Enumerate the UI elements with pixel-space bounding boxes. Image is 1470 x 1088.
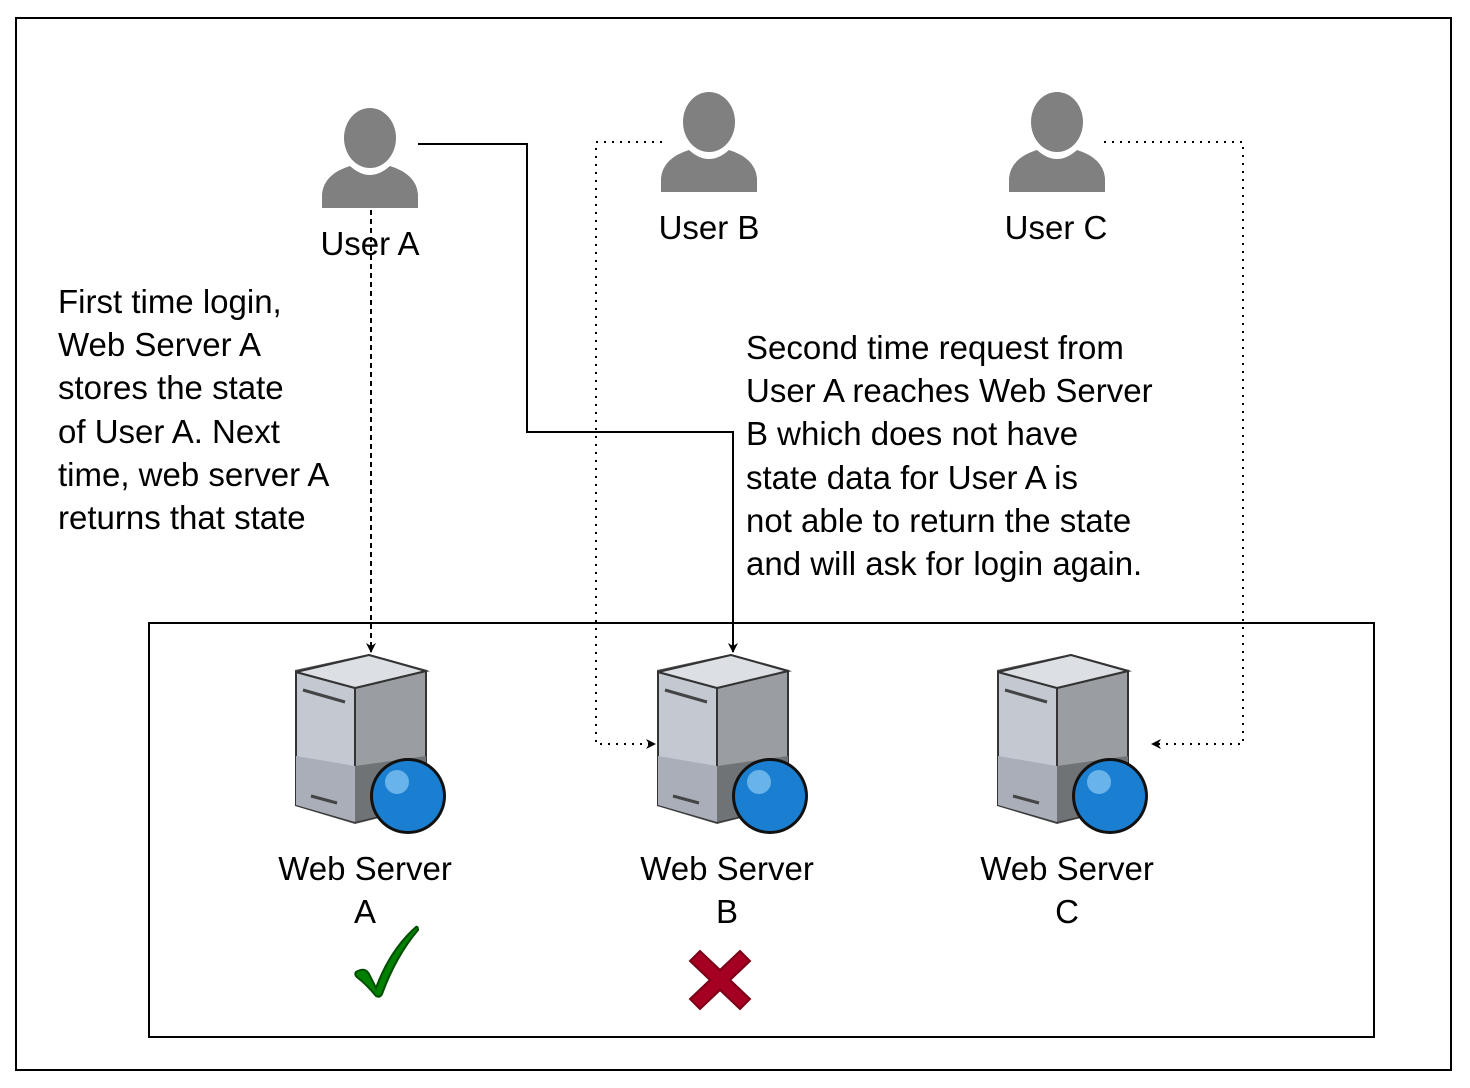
user-b-label: User B: [658, 209, 760, 246]
connector-user-b-to-server-b: [595, 141, 662, 749]
user-b-icon: [661, 92, 757, 192]
user-a-icon: [322, 108, 418, 208]
server-group-box: [148, 622, 1375, 1038]
web-server-a-label-line2: A: [353, 893, 376, 930]
user-a-label: User A: [320, 225, 420, 262]
outer-frame: [15, 17, 1452, 1071]
user-c-label: User C: [1004, 209, 1108, 246]
web-server-b-icon: [657, 653, 808, 834]
web-server-b-label-line2: B: [715, 893, 738, 930]
web-server-c-label: Web Server C: [952, 847, 1182, 933]
web-server-b-label-line1: Web Server: [640, 850, 814, 887]
web-server-a-label: Web Server A: [250, 847, 480, 933]
web-server-b-label: Web Server B: [612, 847, 842, 933]
web-server-c-label-line2: C: [1055, 893, 1079, 930]
check-icon: [354, 925, 420, 998]
note-first-login: First time login, Web Server A stores th…: [58, 283, 330, 537]
cross-icon: [688, 949, 752, 1011]
connector-user-a-to-server-b: [418, 143, 738, 653]
user-c-icon: [1009, 92, 1105, 192]
connector-user-c-to-server-c: [1104, 141, 1244, 749]
web-server-a-label-line1: Web Server: [278, 850, 452, 887]
web-server-a-icon: [295, 653, 446, 834]
note-second-request: Second time request from User A reaches …: [746, 329, 1153, 583]
web-server-c-label-line1: Web Server: [980, 850, 1154, 887]
web-server-c-icon: [997, 653, 1148, 834]
